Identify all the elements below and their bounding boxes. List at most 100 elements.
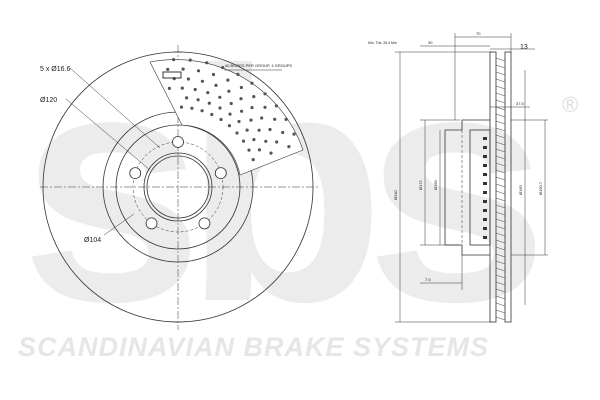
bolt-hole: [198, 217, 211, 230]
label-pcd: Ø120: [40, 97, 57, 104]
side-view: [395, 33, 548, 323]
drill-hole: [218, 106, 222, 110]
drill-hole: [200, 109, 204, 113]
drill-hole: [227, 124, 231, 128]
vent-vane: [495, 92, 506, 97]
drill-hole: [250, 106, 254, 110]
hat-hole: [483, 227, 487, 230]
label-centre-bore: Ø104: [84, 237, 101, 244]
drill-hole: [245, 128, 249, 132]
hat-hole: [483, 137, 487, 140]
hat-hole: [483, 146, 487, 149]
label-dia-right: Ø160.7: [538, 181, 543, 195]
drill-hole: [179, 105, 184, 109]
label-dia-vent: Ø160: [518, 184, 523, 195]
vent-vane: [495, 281, 506, 286]
vent-vane: [495, 71, 506, 76]
drill-hole: [214, 83, 218, 87]
hat-hole: [483, 236, 487, 239]
drill-hole: [273, 117, 277, 121]
hat-hole: [483, 218, 487, 221]
vent-vane: [495, 316, 506, 321]
drill-hole: [211, 72, 216, 77]
bolt-hole: [145, 217, 158, 230]
drill-hole: [292, 132, 296, 136]
drill-hole: [287, 145, 291, 149]
drill-hole: [221, 66, 225, 70]
hat-hole: [483, 182, 487, 185]
vent-vanes: [495, 57, 506, 321]
drill-hole: [186, 77, 190, 81]
drill-hole: [185, 96, 189, 100]
vent-vane: [495, 302, 506, 307]
drill-hole: [250, 81, 254, 85]
registered-mark: ®: [562, 92, 578, 117]
drill-hole: [180, 86, 184, 90]
label-bolt-holes: 5 x Ø16.6: [40, 66, 70, 73]
hat-hole: [483, 200, 487, 203]
label-thickness: 13: [520, 44, 528, 51]
hat-hole: [483, 191, 487, 194]
drill-hole: [200, 79, 204, 83]
logo-letters: sbs: [20, 1, 535, 370]
drill-hole: [281, 130, 285, 135]
drill-hole: [181, 67, 185, 71]
drill-hole: [219, 117, 223, 122]
label-top-width: 70: [476, 31, 481, 36]
hat-hole: [483, 155, 487, 158]
vent-vane: [495, 190, 506, 195]
drill-hole: [284, 117, 288, 121]
vent-vane: [495, 225, 506, 230]
label-min-thickness: Min. Thk. 26.4 Mm: [368, 41, 397, 45]
label-dia-inner: Ø172: [418, 179, 423, 190]
drill-hole: [239, 85, 243, 90]
vent-vane: [495, 78, 506, 83]
hat-outer-circle: [115, 124, 241, 250]
vent-vane: [495, 127, 506, 132]
drill-hole: [226, 78, 230, 82]
drill-hole: [218, 95, 222, 99]
vent-vane: [495, 169, 506, 174]
drill-hole: [190, 106, 194, 110]
leader-bolt-holes: [69, 67, 161, 149]
side-view-labels: Min. Thk. 26.4 Mm 13 70 30 37.5 7.5 Ø340…: [368, 31, 543, 282]
label-hat-depth: 37.5: [516, 101, 525, 106]
hat-hole: [483, 164, 487, 167]
vent-vane: [495, 260, 506, 265]
vent-vane: [495, 309, 506, 314]
brand-watermark-text: SCANDINAVIAN BRAKE SYSTEMS: [18, 332, 490, 362]
centre-bore-inner-circle: [146, 155, 210, 219]
drill-hole: [193, 87, 197, 92]
drill-hole: [210, 112, 214, 117]
drill-hole: [268, 127, 272, 132]
drill-hole: [257, 148, 261, 152]
vent-vane: [495, 253, 506, 258]
label-top-offset: 30: [428, 40, 433, 45]
drill-slot: [162, 71, 182, 79]
drill-hole: [227, 89, 231, 93]
drill-hole: [275, 140, 279, 144]
hat-wall: [469, 129, 491, 246]
drill-hole: [263, 92, 267, 96]
label-dia-outer: Ø340: [393, 189, 398, 200]
drill-hole: [236, 72, 240, 76]
vent-vane: [495, 274, 506, 279]
drill-hole: [196, 98, 200, 102]
vent-vane: [495, 204, 506, 209]
centre-bore-circle: [143, 152, 213, 222]
drill-hole: [228, 112, 232, 116]
vent-vane: [495, 246, 506, 251]
leader-pcd: [65, 98, 151, 171]
drill-hole: [260, 116, 264, 120]
bolt-holes: [129, 136, 227, 230]
drill-hole: [166, 67, 170, 71]
vent-vane: [495, 106, 506, 111]
drill-hole: [252, 138, 256, 142]
drill-hole: [196, 69, 201, 73]
label-drill-note: 40 BORES PER GROUP, 4 GROUPS: [225, 63, 292, 68]
vent-vane: [495, 64, 506, 69]
drill-hole: [240, 109, 244, 113]
vent-vane: [495, 162, 506, 167]
vent-vane: [495, 232, 506, 237]
drill-holes: [166, 58, 296, 162]
